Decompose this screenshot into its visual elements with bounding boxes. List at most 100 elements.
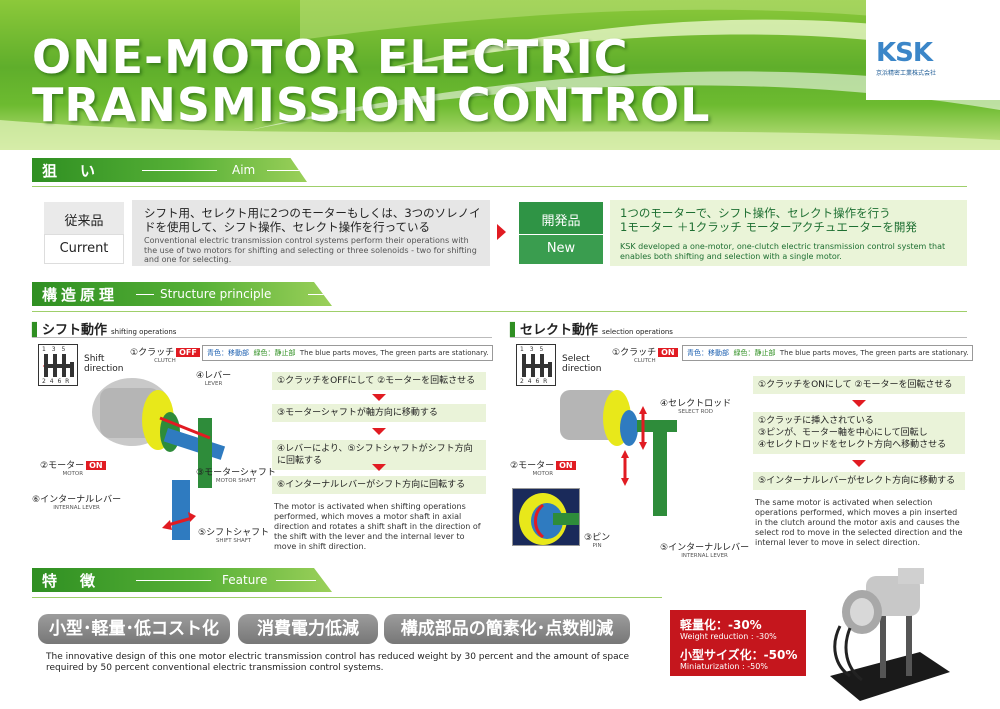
section-bar-aim: 狙 い Aim [32,158,307,182]
select-description: The same motor is activated when selecti… [755,498,963,547]
clutch-label: ①クラッチ [130,348,175,358]
page-title-line2: TRANSMISSION CONTROL [32,78,711,132]
clutch-on-badge: ON [658,348,678,357]
section-title-feature-en: Feature [222,573,268,587]
current-description-jp: シフト用、セレクト用に2つのモーターもしくは、3つのソレノイドを使用して、シフト… [144,206,481,234]
pin-detail-graphic [519,493,579,545]
section-title-structure-jp: 構造原理 [42,286,119,304]
motor-label: ②モーター [510,461,555,471]
section-title-aim-en: Aim [232,163,256,177]
feature-description: The innovative design of this one motor … [46,652,630,673]
select-rod-label-text: ④セレクトロッド [660,399,732,409]
gear-top-numbers: 1 3 5 [520,346,546,353]
legend-blue: 青色：移動部 [687,349,729,357]
select-rod-label: ④セレクトロッド SELECT ROD [660,396,731,415]
divider [510,337,967,338]
legend-en: The blue parts moves, The green parts ar… [299,349,489,357]
select-mechanism-illustration [560,390,677,516]
clutch-off-badge: OFF [176,348,200,357]
internal-lever-label-en: INTERNAL LEVER [53,505,100,511]
select-step-2-box: ①クラッチに挿入されている ③ピンが、モーター軸を中心にして回転し ④セレクトロ… [753,412,965,454]
section-bar-structure: 構造原理 Structure principle [32,282,332,306]
legend-en: The blue parts moves, The green parts ar… [779,349,969,357]
divider [32,337,492,338]
lever-label: ④レバー [196,371,232,381]
new-description-box: 1つのモーターで、シフト操作、セレクト操作を行う 1モーター ＋1クラッチ モー… [610,200,967,266]
feature-pill-compact: 小型･軽量･低コスト化 [38,614,230,644]
motor-label-en: MOTOR [62,471,84,477]
shift-shaft-label-en: SHIFT SHAFT [215,538,252,544]
select-step-2a: ①クラッチに挿入されている [758,416,874,426]
section-title-structure-en: Structure principle [160,287,272,301]
motor-label-en: MOTOR [532,471,554,477]
divider [267,170,307,171]
select-pin-label: ③ピン PIN [584,530,610,549]
header-banner: ONE-MOTOR ELECTRIC TRANSMISSION CONTROL … [0,0,1000,150]
new-label-jp: 開発品 [541,214,581,229]
new-label-en: New [546,241,576,256]
weight-reduction-jp: 軽量化：-30% [680,618,762,632]
select-step-2b: ③ピンが、モーター軸を中心にして回転し [758,428,928,438]
motor-shaft-label: ③モーターシャフト [196,468,276,478]
select-direction-label: Select direction [562,354,602,374]
shift-internal-lever-label: ⑥インターナルレバー INTERNAL LEVER [32,492,121,511]
shift-lever-label: ④レバー LEVER [196,368,231,387]
gear-bottom-numbers: 2 4 6 R [42,378,71,385]
weight-reduction-en: Weight reduction : -30% [680,632,777,641]
internal-lever-label: ⑥インターナルレバー [32,495,122,505]
section-title-feature-jp: 特 徴 [42,572,100,590]
current-label-en-box: Current [44,234,124,264]
select-title-jp: セレクト動作 [520,323,599,338]
current-label-en: Current [59,241,109,256]
divider [32,311,967,312]
select-step-2c: ④セレクトロッドをセレクト方向へ移動させる [758,440,947,450]
lever-label-en: LEVER [204,381,223,387]
gear-gate-graphic [522,354,552,377]
internal-lever-label: ⑤インターナルレバー [660,543,750,553]
miniaturization-jp: 小型サイズ化：-50% [680,648,798,662]
logo-text: KSK [876,38,933,68]
shift-step-2: ③モーターシャフトが軸方向に移動する [272,404,486,422]
clutch-label: ①クラッチ [612,348,657,358]
arrow-down-icon [372,428,386,435]
divider [276,580,316,581]
pin-detail-inset [512,488,580,546]
legend-green: 緑色：静止部 [733,349,776,357]
product-photo [830,568,950,701]
shift-gear-pattern-icon: 1 3 5 2 4 6 R [38,344,78,386]
pin-label: ③ピン [584,533,611,543]
new-description-jp2: 1モーター ＋1クラッチ モーターアクチュエーターを開発 [620,220,917,234]
header-swoosh-graphic [0,0,1000,150]
legend-blue: 青色：移動部 [207,349,249,357]
select-step-3: ⑤インターナルレバーがセレクト方向に移動する [753,472,965,490]
shift-direction-label: Shift direction [84,354,124,374]
arrow-down-icon [852,460,866,467]
divider [32,186,967,187]
internal-lever-label-en: INTERNAL LEVER [681,553,728,559]
clutch-label-en: CLUTCH [633,358,656,364]
current-label-box: 従来品 [44,202,124,234]
current-description-box: シフト用、セレクト用に2つのモーターもしくは、3つのソレノイドを使用して、シフト… [132,200,490,266]
new-label-box: 開発品 [519,202,603,234]
pin-label-en: PIN [592,543,602,549]
divider [136,580,211,581]
shift-mechanism-illustration [92,378,226,540]
arrow-down-icon [372,464,386,471]
divider [142,170,217,171]
new-label-en-box: New [519,234,603,264]
section-bar-feature: 特 徴 Feature [32,568,332,592]
arrow-down-icon [852,400,866,407]
feature-pill-simplified: 構成部品の簡素化･点数削減 [384,614,630,644]
shift-title-en: shifting operations [111,328,177,336]
logo-subtitle: 京浜精密工業株式会社 [876,70,937,77]
select-title-en: selection operations [602,328,673,336]
arrow-right-icon [497,224,506,240]
select-color-legend: 青色：移動部 緑色：静止部 The blue parts moves, The … [682,345,974,361]
feature-pill-power: 消費電力低減 [238,614,378,644]
gear-top-numbers: 1 3 5 [42,346,68,353]
company-logo: KSK 京浜精密工業株式会社 [866,0,1000,100]
